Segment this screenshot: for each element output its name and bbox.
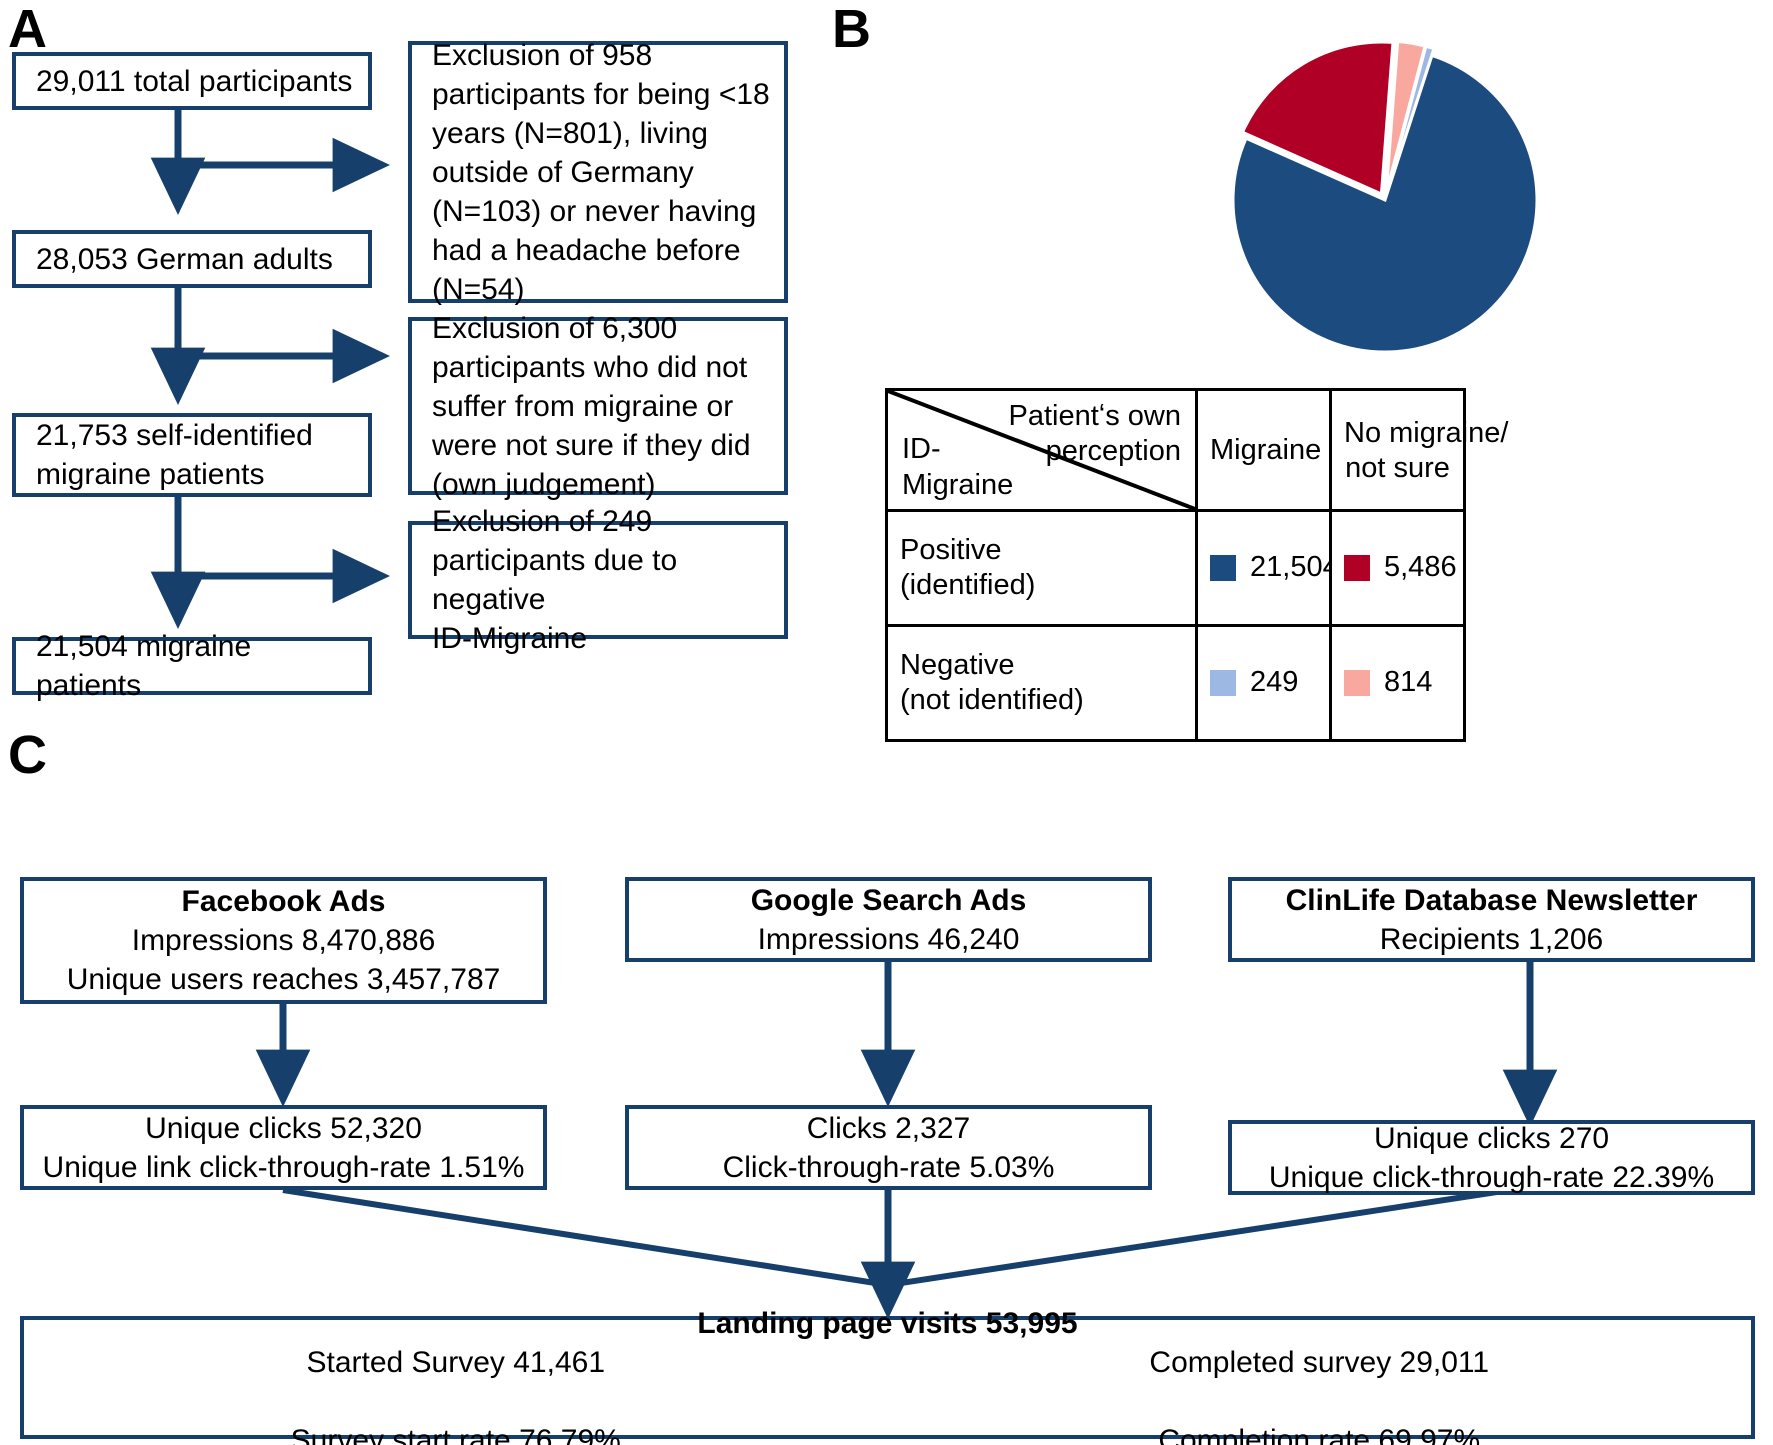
flow-a-box-german-adults: 28,053 German adults (12, 230, 372, 288)
panel-label-b: B (832, 0, 871, 59)
source-0-title: Facebook Ads (181, 885, 386, 918)
cell-value-negative-migraine: 249 (1250, 666, 1299, 699)
table-header-row: Patientʻs own perception ID- Migraine Mi… (885, 388, 1508, 512)
table-column-header-migraine: Migraine (1195, 388, 1332, 512)
landing-title: Landing page visits 53,995 (697, 1306, 1078, 1340)
exclusion-1-line-0: Exclusion of 958 (432, 38, 653, 72)
exclusion-1-line-4: (N=103) or never having (432, 194, 757, 228)
corner-top-line-1: perception (1045, 435, 1181, 468)
col-head-0-line-0: Migraine (1210, 434, 1322, 467)
panel-label-a: A (8, 0, 47, 59)
col-head-1-line-0: No migraine/ (1344, 416, 1509, 449)
cell-value-positive-nomigraine: 5,486 (1384, 551, 1457, 584)
corner-bottom-line-1: Migraine (902, 468, 1014, 501)
clicks-0-line-1: Unique link click-through-rate 1.51% (42, 1150, 525, 1184)
legend-swatch-negative-migraine (1210, 670, 1236, 696)
table-cell-negative-migraine: 249 (1195, 624, 1332, 742)
legend-swatch-positive-migraine (1210, 555, 1236, 581)
legend-swatch-positive-nomigraine (1344, 555, 1370, 581)
source-0-line-0: Impressions 8,470,886 (131, 924, 436, 957)
landing-left-stats: Started Survey 41,461 Survey start rate … (24, 1343, 888, 1445)
table-row-header-negative: Negative (not identified) (885, 624, 1198, 742)
pie-slice (1385, 44, 1436, 194)
exclusion-3-line-0: Exclusion of 249 (432, 505, 653, 538)
exclusion-1-line-5: had a headache before (432, 233, 741, 267)
row-1-head-line-1: (not identified) (900, 684, 1084, 716)
source-2-title: ClinLife Database Newsletter (1285, 883, 1698, 917)
exclusion-1-line-2: years (N=801), living (432, 116, 708, 150)
clicks-1-line-1: Click-through-rate 5.03% (722, 1150, 1055, 1184)
flow-c-clicks-google: Clicks 2,327 Click-through-rate 5.03% (625, 1105, 1152, 1190)
exclusion-3-line-1: participants due to negative (432, 544, 678, 616)
source-2-line-0: Recipients 1,206 (1379, 922, 1604, 956)
corner-top-line-0: Patientʻs own (1008, 400, 1182, 432)
table-column-header-no-migraine: No migraine/ not sure (1329, 388, 1508, 512)
table-row: Positive (identified) 21,504 5,486 (885, 509, 1466, 627)
exclusion-3-line-2: ID-Migraine (432, 622, 588, 655)
flow-c-clicks-facebook: Unique clicks 52,320 Unique link click-t… (20, 1105, 547, 1190)
exclusion-1-line-6: (N=54) (432, 272, 525, 306)
final-line-0: 21,504 migraine patients (36, 630, 252, 702)
row-0-head-line-1: (identified) (900, 569, 1036, 601)
pie-slice (1231, 53, 1539, 354)
cell-value-positive-migraine: 21,504 (1250, 551, 1339, 584)
clicks-1-line-0: Clicks 2,327 (806, 1111, 971, 1145)
panel-label-c: C (8, 725, 47, 785)
row-0-head-line-0: Positive (900, 533, 1002, 566)
pie-slice (1384, 39, 1427, 194)
corner-top-label: Patientʻs own perception (966, 399, 1182, 470)
clicks-2-line-0: Unique clicks 270 (1373, 1121, 1610, 1155)
table-row: Negative (not identified) 249 814 (885, 624, 1466, 742)
table-row-header-positive: Positive (identified) (885, 509, 1198, 627)
exclusion-1-line-1: participants for being <18 (432, 77, 770, 111)
exclusion-2-line-2: suffer from migraine or (432, 389, 734, 423)
corner-bottom-line-0: ID- (902, 433, 941, 466)
diagonal-divider-icon (888, 391, 1195, 509)
flow-a-total-line-0: 29,011 total participants (36, 64, 353, 98)
clicks-0-line-0: Unique clicks 52,320 (145, 1111, 422, 1145)
landing-right-line-0: Completed survey 29,011 (1149, 1345, 1490, 1379)
landing-left-line-1: Survey start rate 76.79% (290, 1423, 621, 1445)
flow-c-clicks-clinlife: Unique clicks 270 Unique click-through-r… (1228, 1120, 1755, 1195)
pie-slice (1240, 40, 1395, 197)
table-corner-cell: Patientʻs own perception ID- Migraine (885, 388, 1198, 512)
landing-right-line-1: Completion rate 69.97% (1158, 1423, 1481, 1445)
flow-c-source-clinlife: ClinLife Database Newsletter Recipients … (1228, 877, 1755, 962)
table-cell-negative-nomigraine: 814 (1329, 624, 1466, 742)
row-1-head-line-0: Negative (900, 648, 1015, 681)
german-adults-line-0: 28,053 German adults (36, 242, 333, 276)
flow-a-box-exclusion-2: Exclusion of 6,300 participants who did … (408, 312, 788, 501)
landing-left-line-0: Started Survey 41,461 (306, 1345, 606, 1379)
exclusion-2-line-0: Exclusion of 6,300 (432, 311, 678, 345)
self-identified-line-1: migraine patients (36, 458, 265, 491)
corner-bottom-label: ID- Migraine (902, 432, 1071, 503)
legend-swatch-negative-nomigraine (1344, 670, 1370, 696)
contingency-table: Patientʻs own perception ID- Migraine Mi… (885, 388, 1508, 742)
exclusion-2-line-1: participants who did not (432, 350, 748, 384)
table-cell-positive-nomigraine: 5,486 (1329, 509, 1466, 627)
flow-a-box-self-identified: 21,753 self-identified migraine patients (12, 413, 372, 497)
exclusion-2-line-3: were not sure if they did (432, 428, 751, 462)
exclusion-2-line-4: (own judgement) (432, 467, 656, 501)
flow-c-source-facebook: Facebook Ads Impressions 8,470,886 Uniqu… (20, 877, 547, 1004)
flow-a-box-total: 29,011 total participants (12, 52, 372, 110)
table-cell-positive-migraine: 21,504 (1195, 509, 1339, 627)
cell-value-negative-nomigraine: 814 (1384, 666, 1433, 699)
exclusion-1-line-3: outside of Germany (432, 155, 694, 189)
flow-c-source-google: Google Search Ads Impressions 46,240 (625, 877, 1152, 962)
flow-a-box-exclusion-1: Exclusion of 958 participants for being … (408, 39, 788, 306)
source-0-line-1: Unique users reaches 3,457,787 (66, 963, 501, 996)
flow-a-box-exclusion-3: Exclusion of 249 participants due to neg… (408, 505, 788, 655)
flow-a-box-final: 21,504 migraine patients (12, 630, 372, 702)
self-identified-line-0: 21,753 self-identified (36, 419, 313, 452)
source-1-line-0: Impressions 46,240 (757, 922, 1020, 956)
landing-right-stats: Completed survey 29,011 Completion rate … (888, 1343, 1752, 1445)
flow-c-landing-page-box: Landing page visits 53,995 Started Surve… (20, 1307, 1755, 1445)
col-head-1-line-1: not sure (1345, 452, 1450, 484)
clicks-2-line-1: Unique click-through-rate 22.39% (1268, 1160, 1715, 1194)
source-1-title: Google Search Ads (750, 883, 1027, 917)
